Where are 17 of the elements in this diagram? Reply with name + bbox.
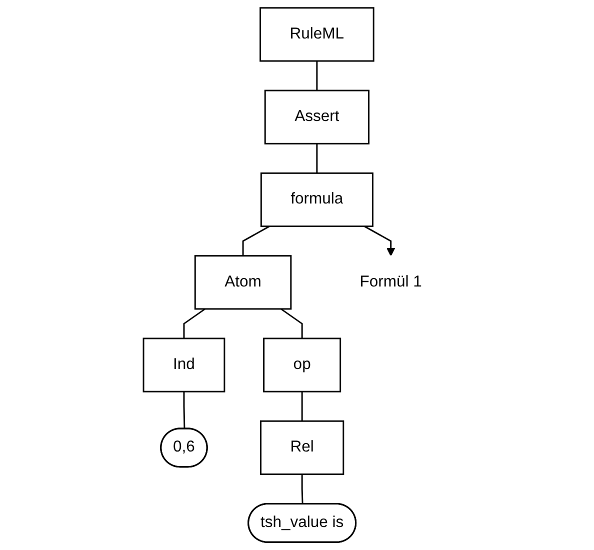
node-box: Assert <box>264 90 370 144</box>
connector <box>242 226 270 256</box>
connector <box>316 144 318 174</box>
connector <box>280 308 302 338</box>
connector <box>182 392 185 429</box>
connector <box>182 308 206 338</box>
connector <box>300 392 302 422</box>
connector <box>300 474 303 504</box>
arrow <box>364 226 395 256</box>
connector <box>316 61 318 91</box>
node-box: op <box>262 338 341 392</box>
node-text: Formül 1 <box>359 274 422 290</box>
node-box: RuleML <box>259 7 374 62</box>
node-box: Ind <box>142 338 225 392</box>
node-box: Atom <box>194 255 292 310</box>
node-box: formula <box>260 172 373 228</box>
node-box: Rel <box>260 420 344 475</box>
